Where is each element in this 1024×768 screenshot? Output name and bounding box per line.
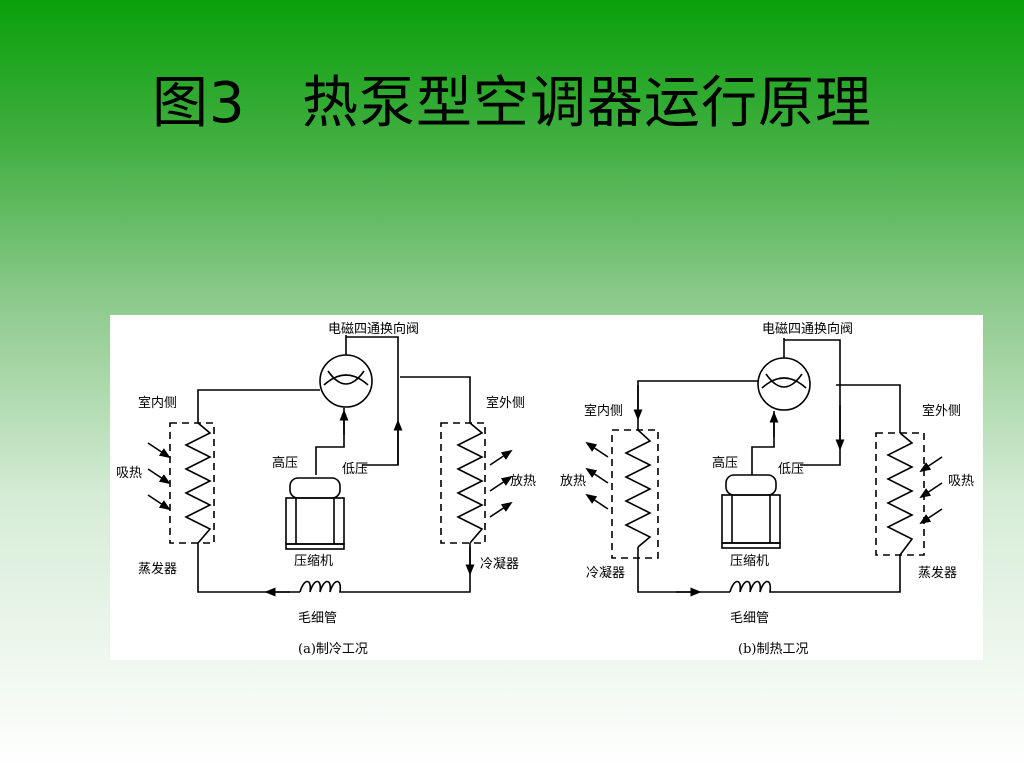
caption-a: (a)制冷工况 (298, 642, 368, 657)
compressor-label-b: 压缩机 (730, 553, 769, 569)
capillary-tube-icon (729, 580, 778, 593)
condenser-coil-b (611, 429, 659, 559)
capillary-label-b: 毛细管 (730, 611, 769, 626)
compressor-icon (289, 477, 341, 499)
diagram-a-labels: 电磁四通换向阀 室内侧 室外侧 吸热 放热 蒸发器 冷凝器 高压 低压 压缩机 … (116, 321, 536, 657)
pipe-loop-b (637, 380, 901, 593)
valve-label-a: 电磁四通换向阀 (328, 321, 419, 337)
outdoor-label-a: 室外侧 (486, 395, 525, 411)
high-pressure-label-b: 高压 (712, 455, 738, 471)
left-heat-label-a: 吸热 (116, 466, 142, 481)
compressor-label-a: 压缩机 (294, 553, 333, 569)
diagram-b-labels: 电磁四通换向阀 室内侧 室外侧 放热 吸热 冷凝器 蒸发器 高压 低压 压缩机 … (560, 321, 974, 657)
capillary-tube-icon (299, 580, 350, 593)
left-coil-label-b: 冷凝器 (586, 565, 625, 581)
left-coil-label-a: 蒸发器 (138, 561, 177, 577)
compressor-icon (725, 474, 777, 496)
indoor-label-b: 室内侧 (584, 403, 623, 419)
left-heat-label-b: 放热 (560, 474, 586, 489)
low-pressure-label-b: 低压 (778, 462, 804, 477)
low-pressure-label-a: 低压 (342, 462, 368, 477)
right-heat-label-b: 吸热 (948, 474, 974, 489)
condenser-coil-a (440, 422, 486, 544)
valve-label-b: 电磁四通换向阀 (762, 321, 853, 337)
outdoor-label-b: 室外侧 (922, 403, 961, 419)
right-coil-label-a: 冷凝器 (480, 556, 519, 572)
diagram-panel: 电磁四通换向阀 室内侧 室外侧 吸热 放热 蒸发器 冷凝器 高压 低压 压缩机 … (110, 315, 983, 660)
indoor-label-a: 室内侧 (138, 395, 177, 411)
evaporator-coil-b (875, 432, 925, 556)
high-pressure-label-a: 高压 (272, 455, 298, 471)
pipe-loop-a (197, 376, 471, 593)
capillary-label-a: 毛细管 (298, 611, 337, 626)
caption-b: (b)制热工况 (738, 642, 808, 657)
diagram-b-heating (585, 338, 943, 597)
right-coil-label-b: 蒸发器 (918, 565, 957, 581)
diagram-svg: 电磁四通换向阀 室内侧 室外侧 吸热 放热 蒸发器 冷凝器 高压 低压 压缩机 … (116, 321, 974, 657)
diagram-a-cooling (147, 335, 513, 597)
slide-title: 图3 热泵型空调器运行原理 (151, 71, 873, 136)
right-heat-label-a: 放热 (510, 474, 536, 489)
